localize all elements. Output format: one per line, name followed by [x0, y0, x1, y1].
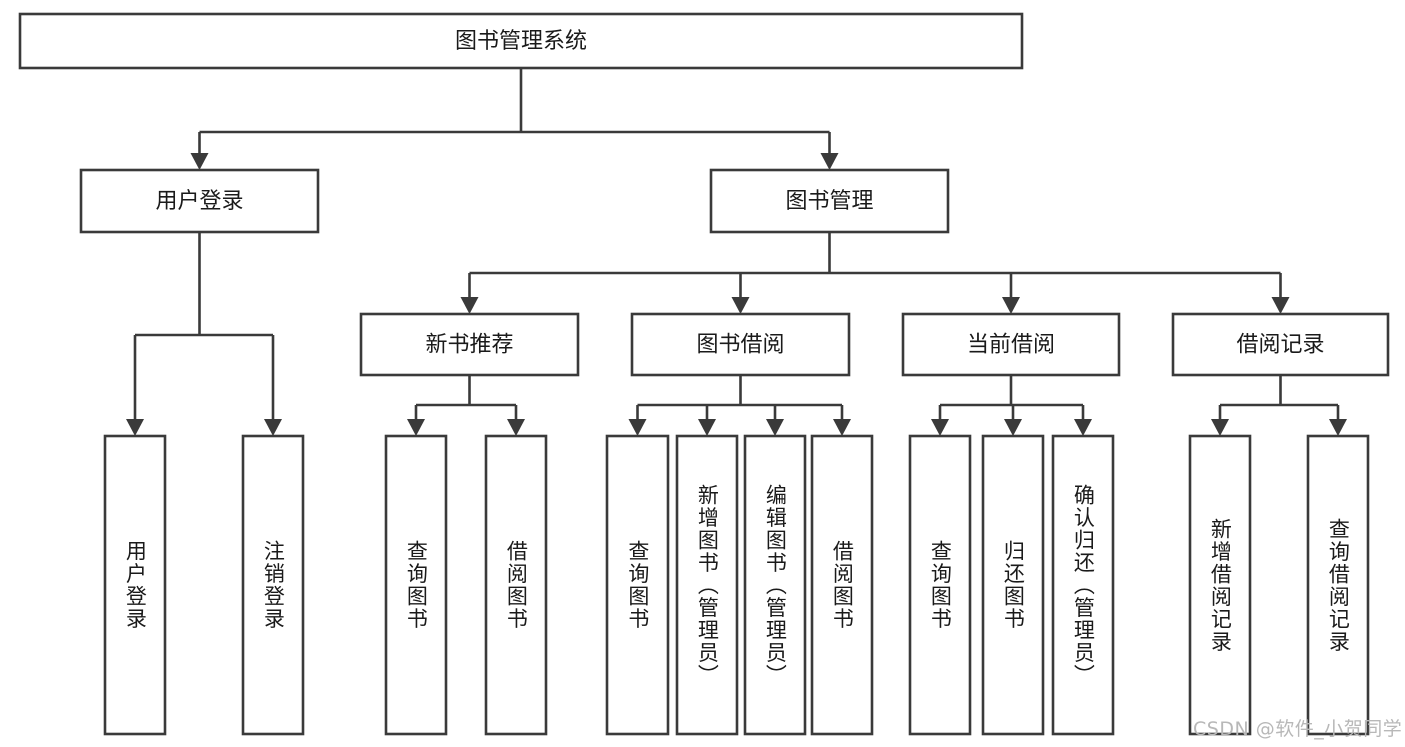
connector-c-cb-leaves	[931, 375, 1092, 436]
node-leaf-add-book-box[interactable]	[675, 434, 739, 736]
node-book-borrow-box[interactable]	[630, 312, 851, 377]
node-user-login[interactable]: 用户登录	[79, 168, 320, 234]
arrow-head-icon	[407, 419, 425, 436]
node-leaf-return-book-box[interactable]	[981, 434, 1045, 736]
arrow-head-icon	[1271, 297, 1290, 314]
node-leaf-edit-book-box[interactable]	[743, 434, 807, 736]
node-book-borrow-label: 图书借阅	[696, 333, 784, 358]
node-borrow-record-label: 借阅记录	[1236, 333, 1324, 358]
node-leaf-query-book-rec[interactable]	[384, 434, 448, 736]
node-leaf-add-record[interactable]	[1188, 434, 1252, 736]
node-leaf-confirm-return[interactable]	[1051, 434, 1115, 736]
arrow-head-icon	[264, 419, 282, 436]
node-new-book-rec-label: 新书推荐	[425, 333, 513, 358]
arrow-head-icon	[766, 419, 784, 436]
node-leaf-user-login[interactable]	[103, 434, 167, 736]
arrow-head-icon	[1004, 419, 1022, 436]
node-leaf-query-book-cb-box[interactable]	[908, 434, 972, 736]
node-leaf-query-book-rec-box[interactable]	[384, 434, 448, 736]
node-leaf-add-record-box[interactable]	[1188, 434, 1252, 736]
node-root-box[interactable]	[18, 12, 1024, 70]
connector-c-bb-leaves	[628, 375, 851, 436]
arrow-head-icon	[931, 419, 949, 436]
arrow-head-icon	[698, 419, 716, 436]
node-leaf-add-book[interactable]	[675, 434, 739, 736]
node-current-borrow-box[interactable]	[901, 312, 1121, 377]
arrow-head-icon	[126, 419, 144, 436]
node-current-borrow-label: 当前借阅	[967, 333, 1055, 358]
node-leaf-query-record-box[interactable]	[1306, 434, 1370, 736]
node-leaf-borrow-book-rec-box[interactable]	[484, 434, 548, 736]
node-leaf-borrow-book-bb-box[interactable]	[810, 434, 874, 736]
arrow-head-icon	[507, 419, 525, 436]
node-leaf-confirm-return-box[interactable]	[1051, 434, 1115, 736]
node-leaf-query-book-bb[interactable]	[605, 434, 670, 736]
node-leaf-query-book-bb-box[interactable]	[605, 434, 670, 736]
arrow-head-icon	[820, 153, 839, 170]
arrow-head-icon	[1329, 419, 1347, 436]
node-leaf-borrow-book-rec[interactable]	[484, 434, 548, 736]
node-borrow-record-box[interactable]	[1171, 312, 1390, 377]
node-leaf-user-login-box[interactable]	[103, 434, 167, 736]
node-root-label: 图书管理系统	[455, 29, 587, 54]
node-user-login-box[interactable]	[79, 168, 320, 234]
watermark-text: CSDN @软件_小贺同学	[1193, 718, 1403, 740]
node-book-manage-box[interactable]	[709, 168, 950, 234]
node-leaf-return-book[interactable]	[981, 434, 1045, 736]
arrow-head-icon	[833, 419, 851, 436]
connector-c-ul-leaves	[126, 232, 282, 436]
node-leaf-user-logout[interactable]	[241, 434, 305, 736]
connector-c-bm-l3	[460, 232, 1290, 314]
node-new-book-rec[interactable]: 新书推荐	[359, 312, 580, 377]
node-book-borrow[interactable]: 图书借阅	[630, 312, 851, 377]
node-new-book-rec-box[interactable]	[359, 312, 580, 377]
arrow-head-icon	[190, 153, 209, 170]
connector-c-root-l2	[190, 68, 839, 170]
node-user-login-label: 用户登录	[155, 189, 243, 214]
node-root[interactable]: 图书管理系统	[18, 12, 1024, 70]
connector-c-br-leaves	[1211, 375, 1347, 436]
node-leaf-borrow-book-bb[interactable]	[810, 434, 874, 736]
arrow-head-icon	[1002, 297, 1020, 314]
node-borrow-record[interactable]: 借阅记录	[1171, 312, 1390, 377]
node-book-manage[interactable]: 图书管理	[709, 168, 950, 234]
node-current-borrow[interactable]: 当前借阅	[901, 312, 1121, 377]
node-leaf-user-logout-box[interactable]	[241, 434, 305, 736]
connector-c-nbr-leaves	[407, 375, 525, 436]
node-leaf-edit-book[interactable]	[743, 434, 807, 736]
arrow-head-icon	[731, 297, 750, 314]
node-book-manage-label: 图书管理	[785, 189, 873, 214]
arrow-head-icon	[1211, 419, 1229, 436]
connector-layer	[126, 68, 1347, 436]
node-leaf-query-book-cb[interactable]	[908, 434, 972, 736]
arrow-head-icon	[628, 419, 647, 436]
arrow-head-icon	[460, 297, 479, 314]
arrow-head-icon	[1074, 419, 1092, 436]
node-leaf-query-record[interactable]	[1306, 434, 1370, 736]
